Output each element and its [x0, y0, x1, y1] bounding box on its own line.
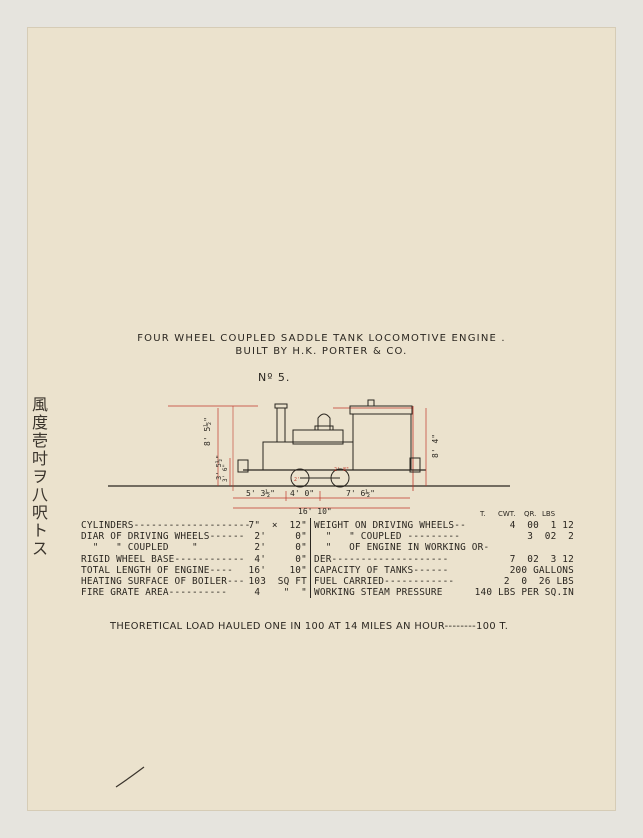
dim-height-a-label: 3' 5½" — [215, 455, 223, 480]
spec-right-row: FUEL CARRIED------------ 2 0 26 LBS — [314, 576, 574, 587]
locomotive-elevation-drawing: 8' 5½" 3' 5½" 3' 6" 8' 4" 5' 3½" 4' 0" 7… — [108, 399, 510, 516]
spec-left-row: CYLINDERS--------------------7" × 12" — [81, 520, 307, 531]
spec-right-value: 200 GALLONS — [509, 564, 574, 576]
spec-left-row: RIGID WHEEL BASE------------ 4' 0" — [81, 554, 307, 565]
spec-left-row: DIAR OF DRIVING WHEELS------ 2' 0" — [81, 531, 307, 542]
builder-line: BUILT BY H.K. PORTER & CO. — [235, 346, 408, 357]
spec-left-row: " " COUPLED " 2' 0" — [81, 542, 307, 553]
rear-buffer — [409, 457, 421, 473]
spec-left-value: 4 " " — [254, 587, 307, 599]
spec-right-label: FUEL CARRIED------------ — [314, 575, 455, 587]
dim-a-label: 5' 3½" — [246, 488, 275, 498]
theoretical-load-line: THEORETICAL LOAD HAULED ONE IN 100 AT 14… — [110, 621, 509, 632]
spec-right-value: 4 00 1 12 — [509, 520, 574, 531]
spec-right-value: 3 02 2 — [527, 531, 574, 543]
spec-left-value: 16' 10" — [248, 564, 307, 576]
wheel-b-label: 2' 8" — [334, 467, 349, 473]
spec-right-label: " OF ENGINE IN WORKING OR- — [314, 542, 490, 554]
spec-left-value: 2' 0" — [254, 542, 307, 554]
dim-b-label: 4' 0" — [290, 489, 314, 498]
spec-left-value: 2' 0" — [254, 531, 307, 543]
spec-left-label: TOTAL LENGTH OF ENGINE---- — [81, 564, 233, 576]
spec-left-label: HEATING SURFACE OF BOILER--- — [81, 575, 245, 587]
cab-roof — [349, 405, 413, 415]
spec-right-value: 2 0 26 LBS — [503, 575, 574, 587]
spec-left-row: FIRE GRATE AREA---------- 4 " " — [81, 587, 307, 598]
spec-right-label: WEIGHT ON DRIVING WHEELS-- — [314, 520, 466, 531]
drawing-number: Nº 5. — [258, 371, 291, 384]
spec-right-row: DER-------------------- 7 02 3 12 — [314, 554, 574, 565]
spec-right-row: WORKING STEAM PRESSURE 140 LBS PER SQ.IN — [314, 587, 574, 598]
col-head-qr: QR. — [524, 510, 537, 518]
col-head-lbs: LBS — [542, 510, 556, 518]
dim-c-label: 7' 6½" — [346, 488, 375, 498]
dim-total-label: 16' 10" — [298, 507, 332, 516]
spec-table-right: WEIGHT ON DRIVING WHEELS-- 4 00 1 12 " " … — [314, 520, 574, 598]
cab — [352, 413, 412, 471]
dim-height-total-label: 8' 5½" — [202, 417, 212, 446]
spec-left-label: " " COUPLED " — [81, 542, 198, 554]
spec-left-row: TOTAL LENGTH OF ENGINE---- 16' 10" — [81, 565, 307, 576]
wheel-a-label: 2' — [294, 477, 300, 483]
spec-left-label: DIAR OF DRIVING WHEELS------ — [81, 531, 245, 543]
dim-height-right-label: 8' 4" — [431, 434, 440, 458]
saddle-tank — [262, 441, 354, 471]
spec-divider — [310, 518, 311, 598]
spec-left-label: RIGID WHEEL BASE------------ — [81, 553, 245, 565]
spec-right-label: WORKING STEAM PRESSURE — [314, 587, 443, 599]
spec-right-value: 140 LBS PER SQ.IN — [474, 587, 574, 599]
spec-left-value: 4' 0" — [254, 553, 307, 565]
drawing-sheet: FOUR WHEEL COUPLED SADDLE TANK LOCOMOTIV… — [28, 28, 615, 810]
pencil-mark — [115, 766, 145, 788]
spec-right-row: " OF ENGINE IN WORKING OR- — [314, 542, 574, 553]
spec-right-label: " " COUPLED --------- — [314, 531, 461, 543]
front-buffer — [237, 459, 249, 473]
steam-dome — [317, 413, 331, 430]
spec-left-value: 103 SQ FT — [248, 575, 307, 587]
spec-left-label: FIRE GRATE AREA---------- — [81, 587, 228, 599]
spec-right-row: " " COUPLED --------- 3 02 2 — [314, 531, 574, 542]
col-head-cwt: CWT. — [498, 510, 516, 518]
dim-height-b-label: 3' 6" — [222, 464, 229, 482]
spec-left-row: HEATING SURFACE OF BOILER---103 SQ FT — [81, 576, 307, 587]
drawing-title: FOUR WHEEL COUPLED SADDLE TANK LOCOMOTIV… — [137, 333, 506, 344]
spec-right-row: WEIGHT ON DRIVING WHEELS-- 4 00 1 12 — [314, 520, 574, 531]
japanese-scale-note: 風度壱吋ヲ八呎トス — [32, 395, 49, 558]
spec-right-value: 7 02 3 12 — [509, 553, 574, 565]
spec-right-label: CAPACITY OF TANKS------ — [314, 564, 449, 576]
smokestack — [276, 407, 286, 443]
spec-left-label: CYLINDERS-------------------- — [81, 520, 249, 531]
spec-table-left: CYLINDERS--------------------7" × 12"DIA… — [81, 520, 307, 598]
spec-right-label: DER-------------------- — [314, 553, 449, 565]
col-head-t: T. — [480, 510, 486, 518]
spec-right-row: CAPACITY OF TANKS------ 200 GALLONS — [314, 565, 574, 576]
spec-left-value: 7" × 12" — [248, 520, 307, 531]
